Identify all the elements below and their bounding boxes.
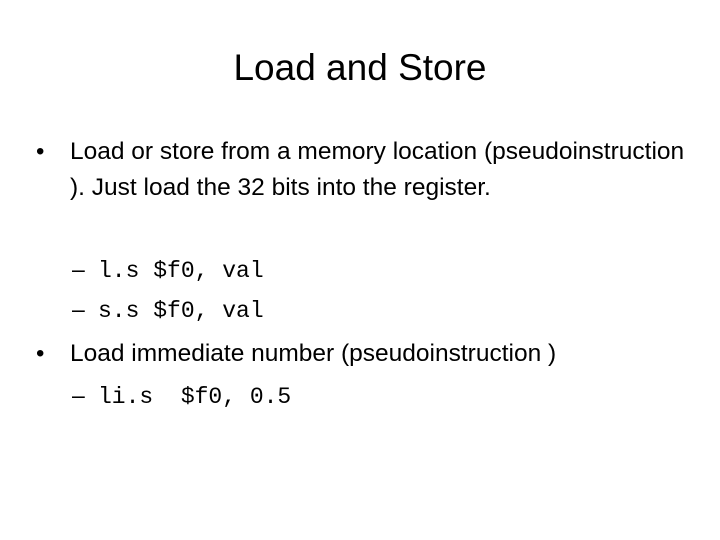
slide-title: Load and Store <box>233 47 487 88</box>
sub-item-dash: – <box>72 382 85 408</box>
bullet-item-load-store: • Load or store from a memory location (… <box>36 134 686 206</box>
sub-item-load-immediate-instruction: –li.s $f0, 0.5 <box>72 380 291 412</box>
code-text: s.s $f0, val <box>98 298 264 324</box>
code-text: l.s $f0, val <box>98 258 264 284</box>
sub-item-load-instruction: –l.s $f0, val <box>72 254 264 286</box>
code-text: li.s $f0, 0.5 <box>98 384 292 410</box>
bullet-text: Load or store from a memory location (ps… <box>70 138 685 201</box>
bullet-symbol: • <box>36 138 45 165</box>
sub-item-dash: – <box>72 256 85 282</box>
sub-item-store-instruction: –s.s $f0, val <box>72 294 264 326</box>
sub-item-dash: – <box>72 296 85 322</box>
bullet-item-load-immediate: • Load immediate number (pseudoinstructi… <box>36 336 696 372</box>
bullet-text: Load immediate number (pseudoinstruction… <box>70 340 557 367</box>
bullet-symbol: • <box>36 340 45 367</box>
